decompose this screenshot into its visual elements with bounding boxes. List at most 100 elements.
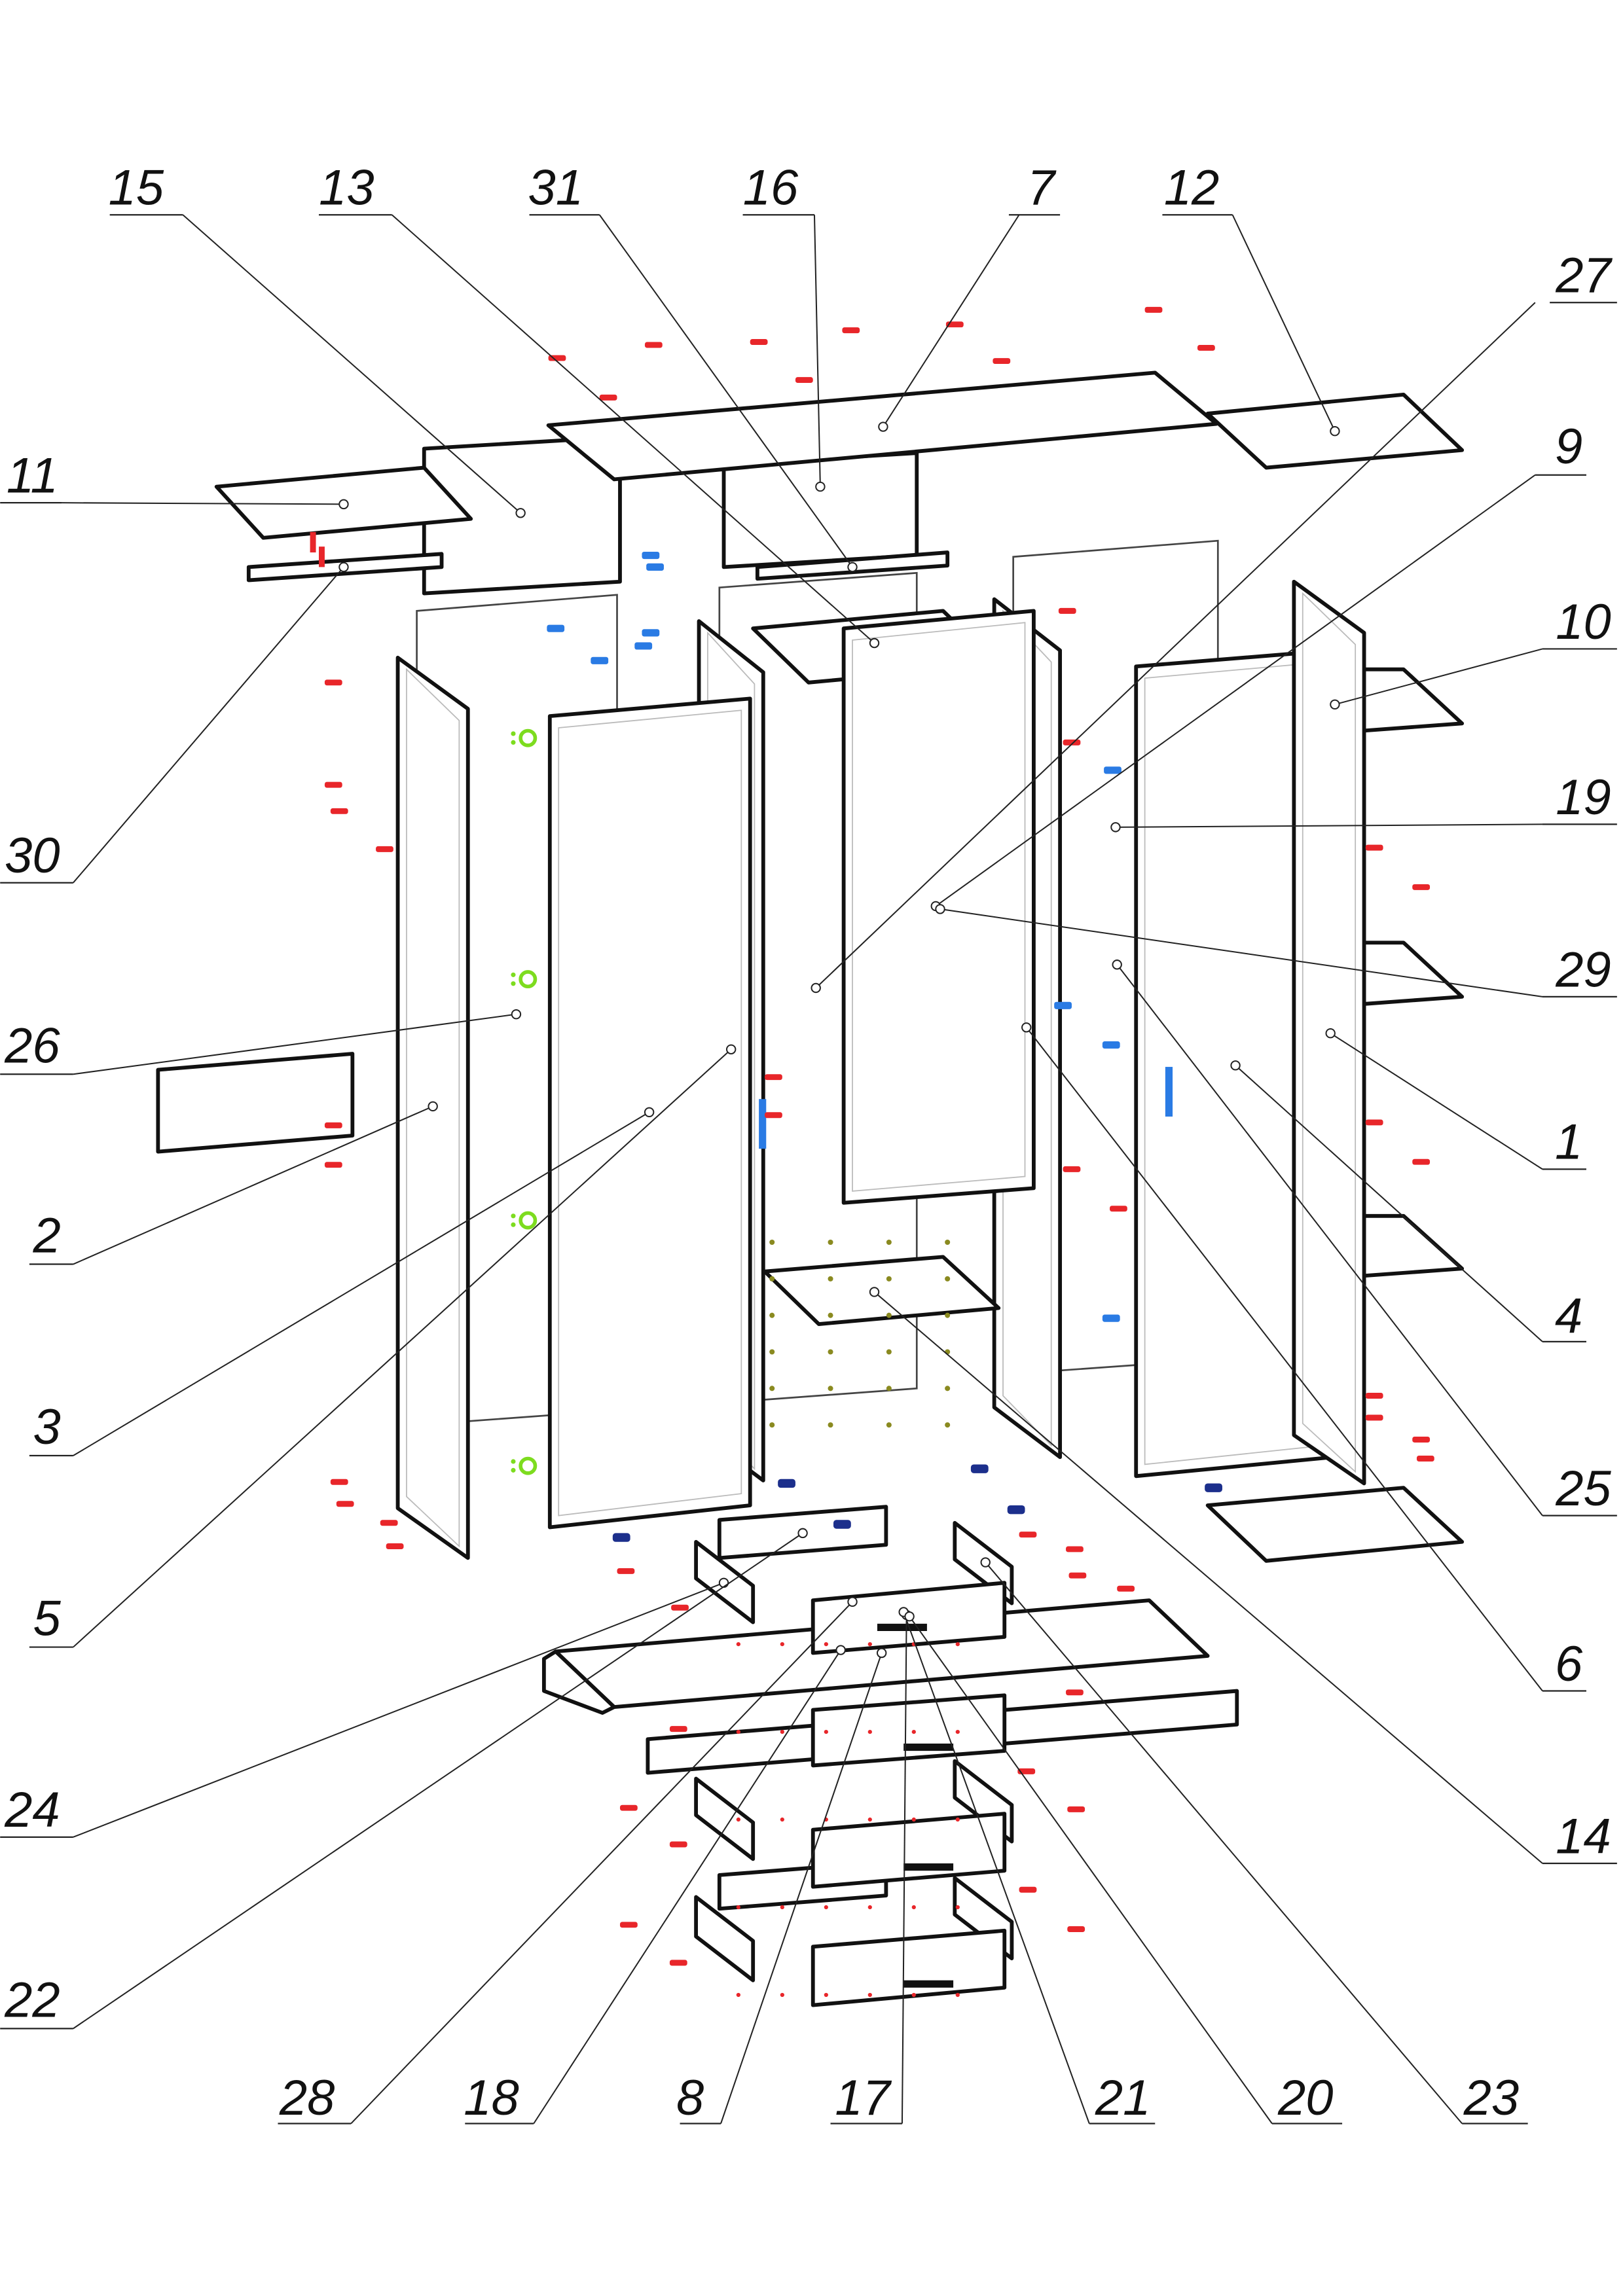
leader-line — [350, 1601, 853, 2125]
drawer-front-3 — [811, 1812, 1007, 1889]
screw-icon — [828, 1240, 833, 1246]
dowel-icon — [1063, 1166, 1081, 1172]
pin-icon — [780, 1729, 784, 1734]
connector-icon — [1104, 766, 1122, 774]
dowel-icon — [336, 1501, 354, 1507]
dowel-icon — [619, 1922, 638, 1928]
callout-label: 3 — [33, 1399, 61, 1455]
leader-line — [813, 215, 821, 487]
callout-13: 13 — [318, 160, 880, 649]
dowel-icon — [330, 808, 348, 814]
dowel-icon — [1058, 607, 1076, 614]
dowel-icon — [380, 1520, 398, 1526]
leader-line — [391, 214, 875, 644]
callout-label: 27 — [1555, 248, 1613, 304]
leader-line — [73, 1105, 433, 1265]
side-panel-2-inner-edge — [406, 668, 460, 1548]
callout-label: 25 — [1555, 1461, 1611, 1516]
leader-anchor-icon — [725, 1044, 737, 1054]
callout-11: 11 — [0, 448, 349, 510]
callout-16: 16 — [742, 160, 826, 492]
connector-icon — [1205, 1483, 1222, 1492]
leader-line — [1334, 648, 1543, 706]
callout-3: 3 — [29, 1107, 655, 1457]
connector-icon — [833, 1520, 851, 1529]
callout-27: 27 — [811, 248, 1617, 994]
dowel-icon — [669, 1960, 687, 1966]
callout-4: 4 — [1230, 1060, 1586, 1344]
dowel-icon — [795, 377, 813, 384]
leader-anchor-icon — [869, 1287, 880, 1297]
callout-label: 5 — [33, 1591, 62, 1647]
leader-anchor-icon — [1330, 699, 1340, 709]
side-panel-1-inner-edge — [1302, 592, 1357, 1473]
callout-label: 12 — [1164, 160, 1219, 216]
cam-dot-icon — [511, 972, 516, 977]
dowel-icon — [599, 394, 617, 401]
callout-2: 2 — [29, 1101, 438, 1265]
dowel-icon — [1412, 1437, 1431, 1443]
screw-icon — [828, 1276, 833, 1282]
leader-line — [61, 502, 344, 505]
drawer-handle-icon — [903, 1980, 954, 1988]
dowel-icon — [644, 342, 663, 348]
leader-line — [901, 1615, 907, 2124]
leader-anchor-icon — [904, 1611, 915, 1622]
screw-icon — [945, 1312, 951, 1318]
cam-dot-icon — [511, 740, 516, 745]
pin-icon — [736, 1817, 740, 1822]
screw-icon — [828, 1386, 833, 1391]
connector-icon — [1054, 1001, 1072, 1009]
bottom-panel — [1205, 1486, 1465, 1563]
leader-line — [598, 214, 853, 567]
pin-icon — [911, 1905, 916, 1910]
pin-icon — [824, 1905, 828, 1910]
leader-anchor-icon — [1021, 1022, 1032, 1033]
cam-lock-icon — [519, 1456, 538, 1475]
panels-layer — [156, 370, 1465, 2007]
callout-9: 9 — [930, 419, 1586, 912]
leader-anchor-icon — [1330, 426, 1340, 437]
callout-19: 19 — [1110, 770, 1617, 833]
shelf-10 — [1360, 667, 1465, 733]
drawer-handle-icon — [903, 1743, 954, 1751]
dowel-icon — [1067, 1806, 1085, 1812]
connector-icon — [970, 1464, 989, 1473]
leader-line — [1330, 1032, 1543, 1170]
dowel-icon — [318, 547, 325, 567]
drawer-side-left-4 — [694, 1895, 756, 1982]
leader-anchor-icon — [718, 1577, 729, 1588]
dowel-icon — [548, 355, 566, 361]
screw-icon — [769, 1276, 775, 1282]
callout-label: 21 — [1095, 2070, 1150, 2126]
leader-line — [182, 214, 521, 514]
leader-line — [720, 1653, 883, 2124]
callout-label: 16 — [743, 160, 799, 216]
callout-12: 12 — [1162, 160, 1340, 437]
connector-icon — [642, 629, 660, 637]
callout-14: 14 — [869, 1287, 1617, 1864]
leader-line — [73, 1049, 732, 1648]
leader-anchor-icon — [644, 1107, 655, 1117]
screw-icon — [945, 1386, 951, 1391]
dowel-icon — [1110, 1206, 1127, 1212]
dowel-icon — [671, 1604, 689, 1611]
dowel-icon — [324, 1162, 342, 1168]
callout-label: 20 — [1277, 2070, 1333, 2126]
door-handle-icon — [1165, 1067, 1173, 1117]
leader-anchor-icon — [1325, 1028, 1336, 1039]
pin-icon — [911, 1992, 916, 1998]
screw-icon — [769, 1240, 775, 1246]
leader-anchor-icon — [878, 422, 888, 432]
callout-label: 30 — [5, 828, 60, 884]
callout-label: 24 — [4, 1782, 60, 1838]
pin-icon — [867, 1817, 872, 1822]
leader-line — [873, 1291, 1543, 1864]
callout-label: 31 — [528, 160, 583, 216]
callout-label: 26 — [4, 1018, 60, 1073]
callout-label: 23 — [1463, 2070, 1519, 2126]
dowel-icon — [1412, 1158, 1431, 1165]
drawer-side-left-2 — [694, 1776, 756, 1861]
cam-dot-icon — [511, 981, 516, 986]
